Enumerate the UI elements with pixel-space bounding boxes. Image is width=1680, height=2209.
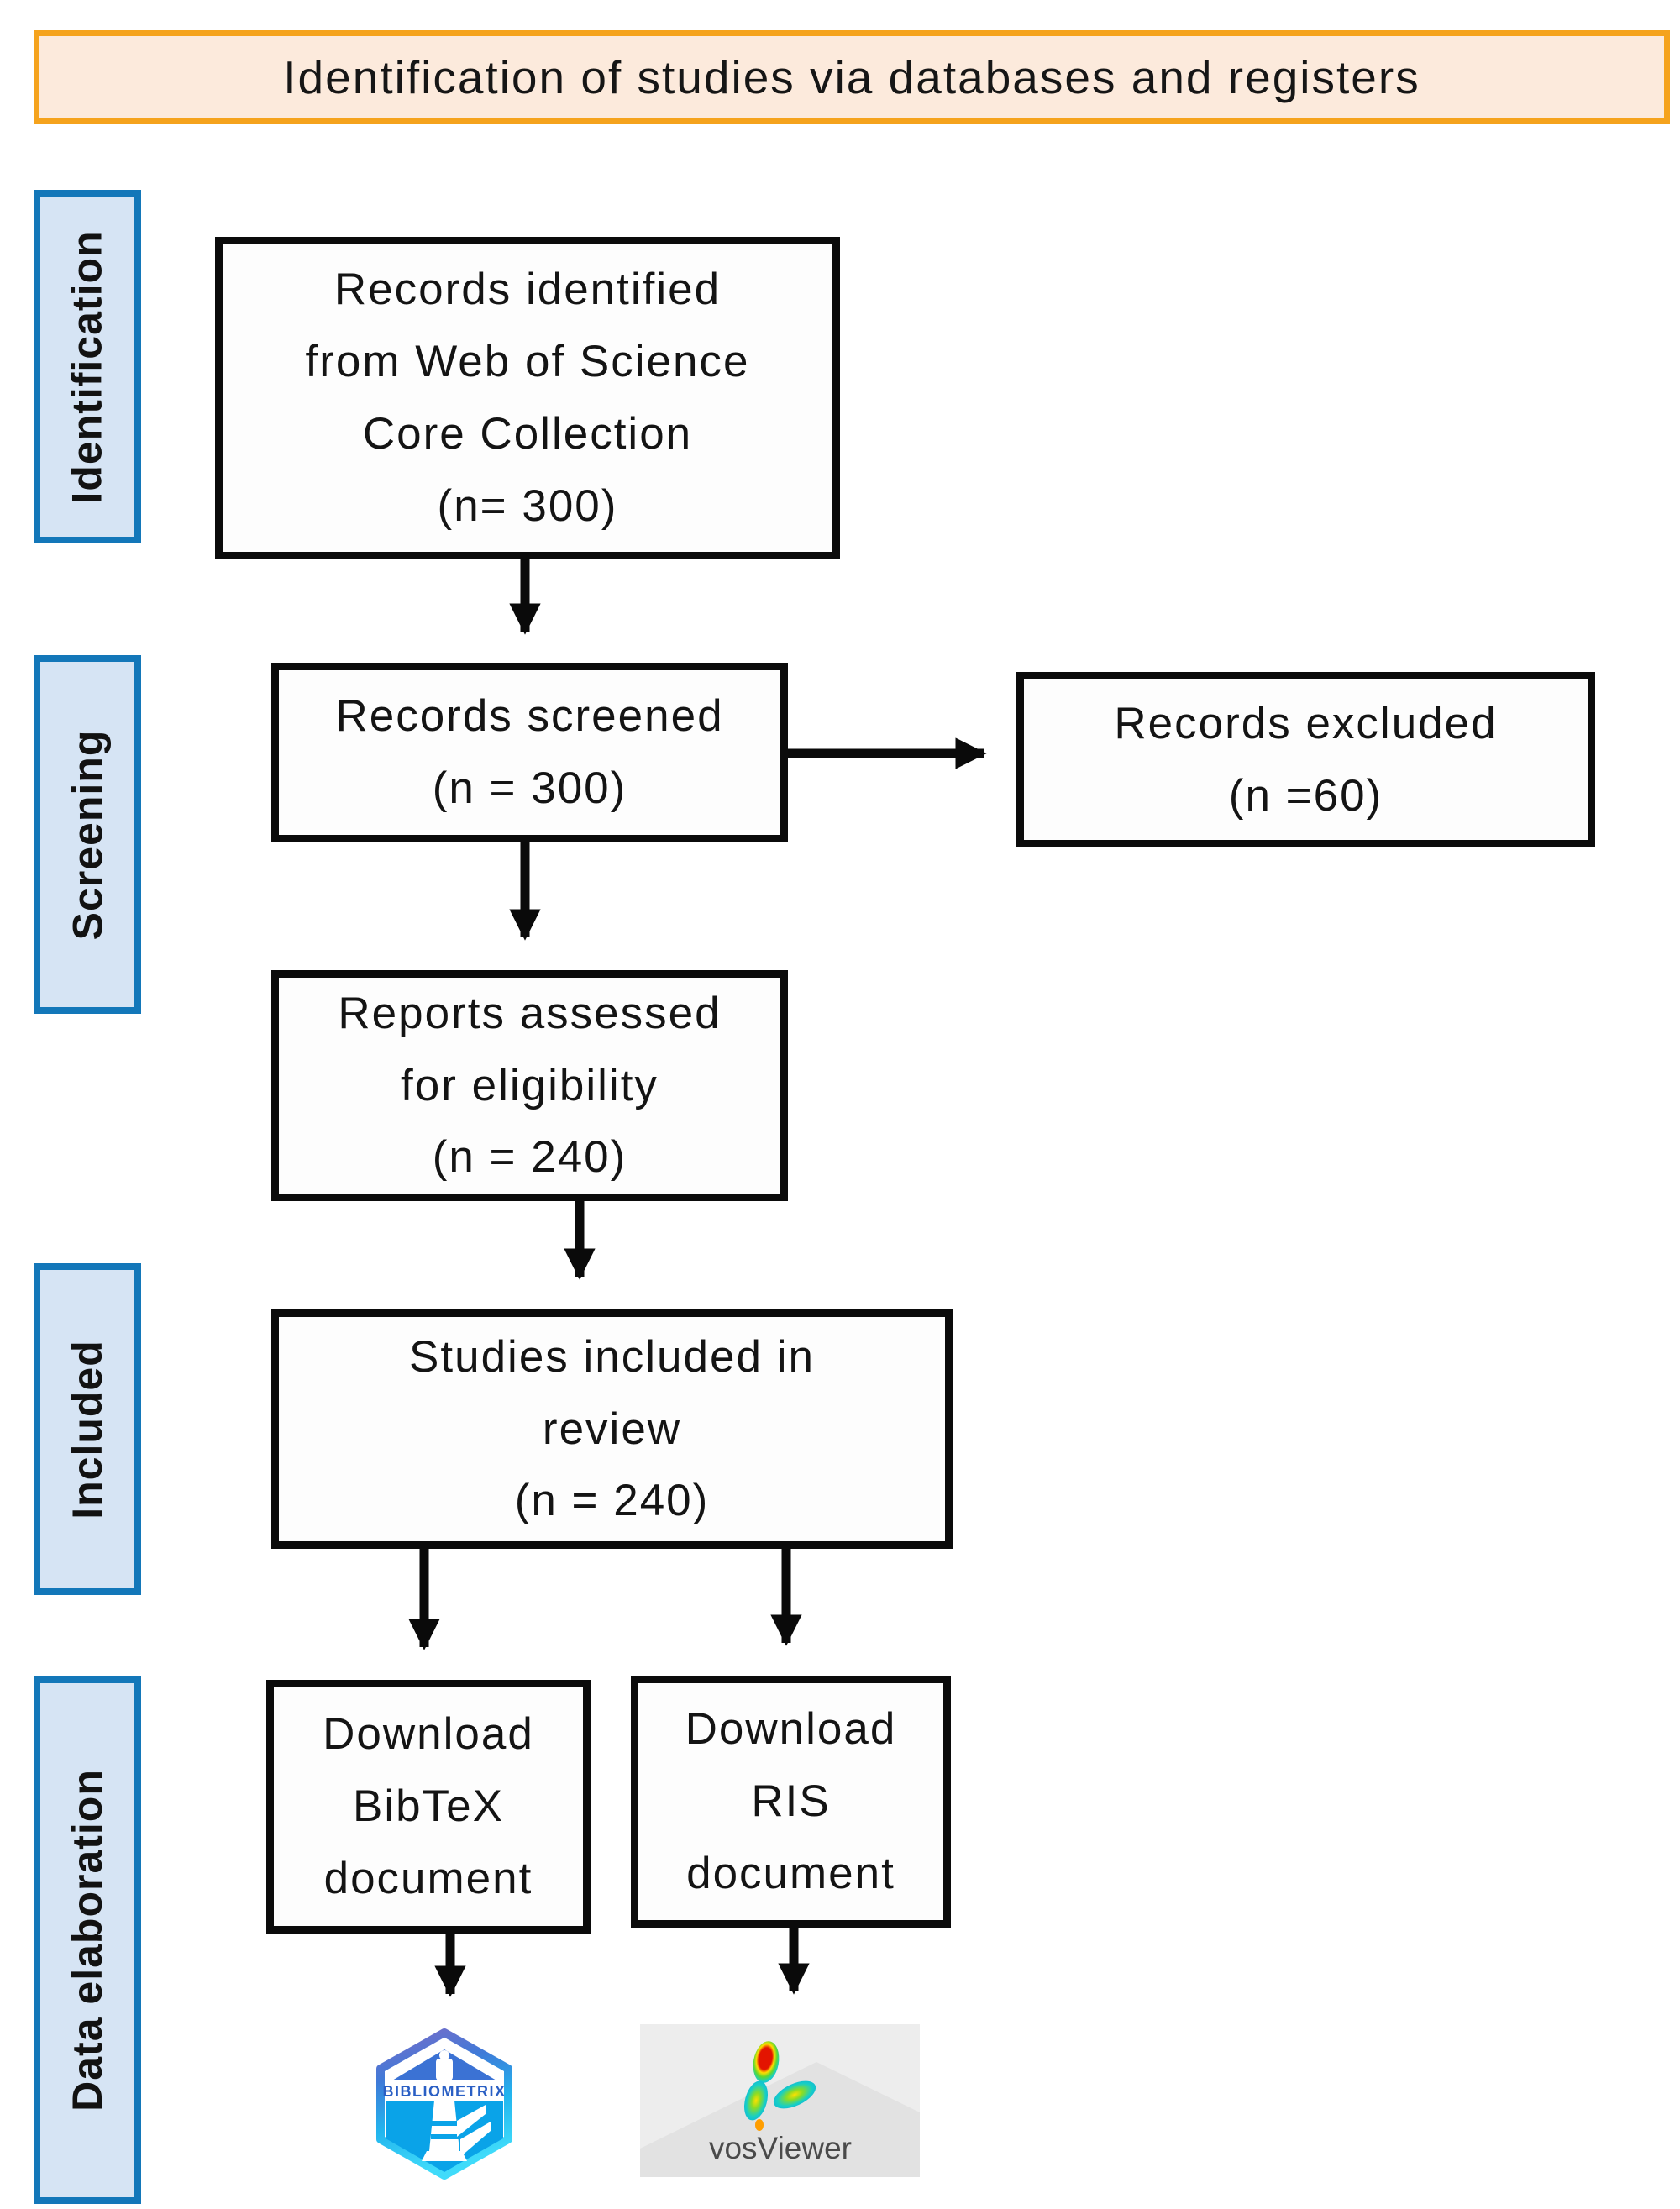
box-records-identified: Records identified from Web of Science C…: [215, 237, 840, 559]
stage-label-text: Included: [64, 1339, 112, 1519]
vosviewer-logo-icon: vosViewer: [640, 2024, 920, 2177]
vosviewer-blob-left: [743, 2080, 769, 2121]
box-text-line: from Web of Science: [305, 337, 750, 387]
box-text-line: Reports assessed: [338, 988, 722, 1038]
box-text-line: Studies included in: [409, 1331, 815, 1382]
box-text-line: Download: [323, 1709, 534, 1760]
box-download-ris: Download RIS document: [631, 1676, 951, 1928]
box-text-line: for eligibility: [401, 1060, 659, 1110]
stage-label-data-elaboration: Data elaboration: [34, 1676, 141, 2204]
box-reports-assessed: Reports assessed for eligibility (n = 24…: [271, 970, 788, 1201]
box-text-line: Download: [685, 1704, 897, 1755]
stage-label-identification: Identification: [34, 190, 141, 543]
bibliometrix-wordmark: BIBLIOMETRIX: [383, 2083, 507, 2100]
box-text-line: (n= 300): [437, 480, 618, 531]
box-text-line: RIS: [751, 1776, 831, 1827]
box-records-excluded: Records excluded (n =60): [1016, 672, 1595, 847]
box-text-line: review: [542, 1404, 682, 1454]
box-text-line: Core Collection: [362, 409, 693, 459]
box-text-line: BibTeX: [353, 1781, 504, 1832]
box-studies-included: Studies included in review (n = 240): [271, 1309, 953, 1549]
bibliometrix-logo-icon: BIBLIOMETRIX: [376, 2028, 512, 2180]
box-text-line: document: [323, 1853, 533, 1903]
vosviewer-wordmark: vosViewer: [709, 2131, 852, 2165]
box-text-line: Records excluded: [1114, 698, 1498, 748]
stage-label-text: Screening: [64, 729, 111, 940]
vosviewer-blob-right: [773, 2080, 816, 2109]
vosviewer-blob-top: [753, 2041, 780, 2083]
box-download-bibtex: Download BibTeX document: [266, 1680, 591, 1934]
vosviewer-dot: [755, 2119, 764, 2131]
box-text-line: (n = 300): [432, 763, 627, 813]
stage-label-text: Identification: [64, 229, 112, 504]
box-text-line: (n = 240): [432, 1132, 627, 1183]
box-text-line: (n = 240): [514, 1476, 710, 1526]
box-text-line: Records identified: [333, 265, 722, 315]
box-text-line: Records screened: [335, 691, 724, 742]
banner-title: Identification of studies via databases …: [34, 30, 1670, 124]
box-text-line: document: [686, 1848, 895, 1898]
banner-title-text: Identification of studies via databases …: [283, 51, 1420, 103]
stage-label-text: Data elaboration: [64, 1769, 111, 2112]
stage-label-screening: Screening: [34, 655, 141, 1014]
box-text-line: (n =60): [1228, 770, 1383, 821]
stage-label-included: Included: [34, 1263, 141, 1595]
box-records-screened: Records screened (n = 300): [271, 663, 788, 842]
